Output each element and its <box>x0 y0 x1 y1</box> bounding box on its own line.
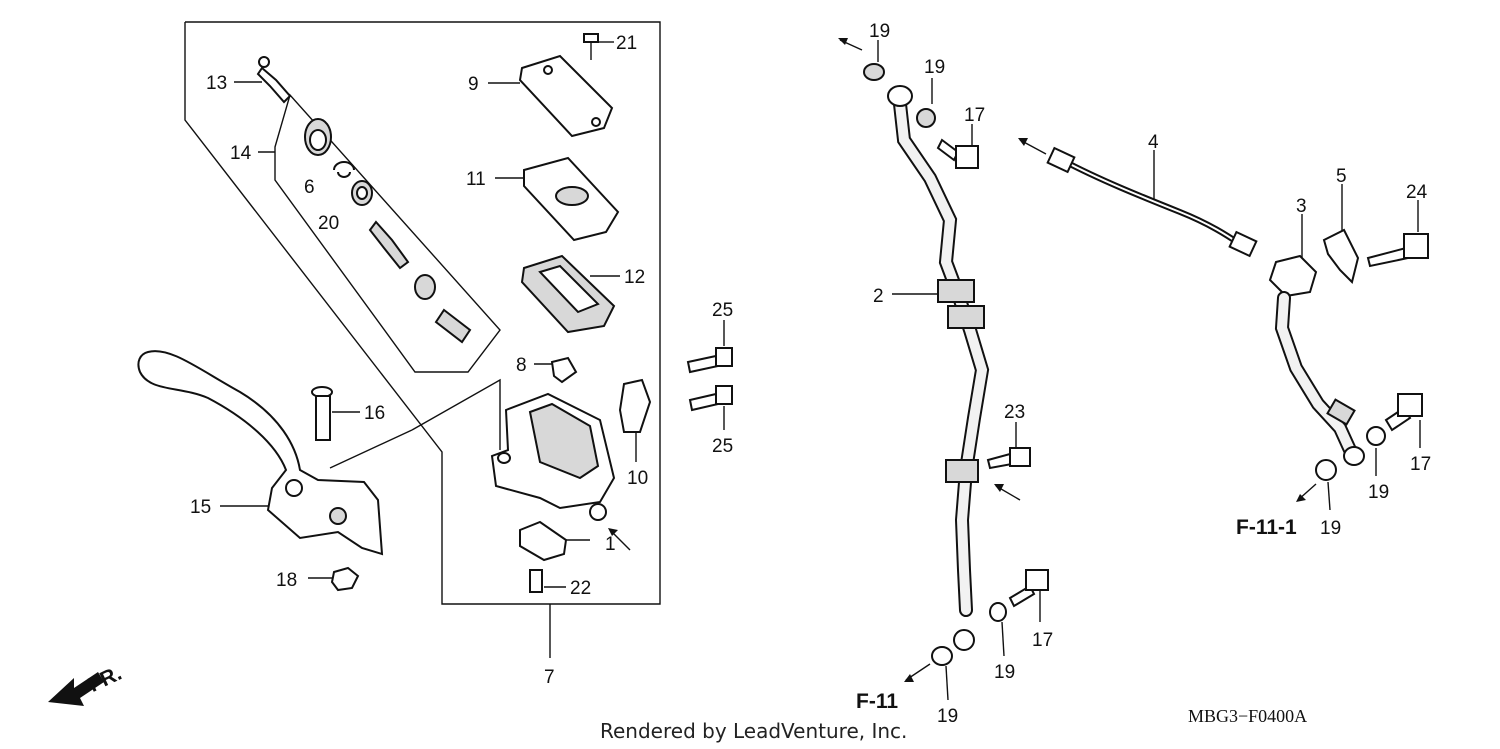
part-14-piston-kit <box>258 118 472 344</box>
callout-25-b: 25 <box>712 436 733 457</box>
diagram-code: MBG3−F0400A <box>1188 706 1307 726</box>
callout-14: 14 <box>230 143 252 164</box>
reference-f111: F-11-1 <box>1236 516 1297 539</box>
part-19-washers-rear <box>1296 426 1386 511</box>
callout-24: 24 <box>1406 182 1428 203</box>
callout-17-rear: 17 <box>1410 454 1431 475</box>
callout-1: 1 <box>605 534 616 555</box>
part-17-bolt-lower <box>1008 569 1049 622</box>
part-13-bolt <box>234 56 292 104</box>
callout-15: 15 <box>190 497 211 518</box>
callout-19-f: 19 <box>1320 518 1341 539</box>
direction-label: FR. <box>85 662 125 697</box>
callout-25-a: 25 <box>712 300 733 321</box>
part-10-holder <box>618 378 652 462</box>
part-19-washers-lower <box>904 602 1007 701</box>
part-3-joint <box>1268 214 1318 298</box>
part-17-bolt-upper <box>936 124 979 169</box>
callout-6: 6 <box>304 177 315 198</box>
credit-text: Rendered by LeadVenture, Inc. <box>600 719 907 743</box>
part-9-reservoir-cap <box>488 54 614 138</box>
part-16-pivot-bolt <box>311 386 360 441</box>
callout-5: 5 <box>1336 166 1347 187</box>
callout-16: 16 <box>364 403 385 424</box>
master-cylinder-assembly-frame <box>184 21 661 605</box>
callout-17-upper: 17 <box>964 105 985 126</box>
part-24-bolt <box>1366 200 1429 268</box>
callout-labels: 1 2 3 4 5 6 7 8 9 10 11 12 13 14 15 16 1… <box>190 21 1431 727</box>
callout-21: 21 <box>616 33 637 54</box>
callout-10: 10 <box>627 468 648 489</box>
part-15-brake-lever <box>137 350 384 556</box>
callout-20: 20 <box>318 213 339 234</box>
part-23-bolt <box>986 422 1031 501</box>
front-direction-arrow-icon <box>48 672 104 706</box>
callout-13: 13 <box>206 73 227 94</box>
master-cylinder-body <box>490 392 616 521</box>
reference-f11: F-11 <box>856 690 898 713</box>
part-17-bolt-rear <box>1384 393 1423 448</box>
callout-8: 8 <box>516 355 527 376</box>
part-19-washers-upper <box>838 38 936 128</box>
callout-4: 4 <box>1148 132 1159 153</box>
part-12-diaphragm <box>520 254 620 334</box>
part-22-screw <box>529 569 566 593</box>
part-3-joint-hose <box>1274 291 1365 466</box>
part-5-stay <box>1322 184 1360 284</box>
callout-19-c: 19 <box>994 662 1015 683</box>
callout-7: 7 <box>544 667 555 688</box>
part-25-bolts <box>686 320 733 430</box>
callout-19-b: 19 <box>924 57 945 78</box>
callout-12: 12 <box>624 267 645 288</box>
callout-22: 22 <box>570 578 591 599</box>
callout-18: 18 <box>276 570 297 591</box>
part-21-screw <box>583 33 614 60</box>
part-11-diaphragm-plate <box>495 156 620 242</box>
callout-23: 23 <box>1004 402 1025 423</box>
part-18-pivot-nut <box>308 566 360 592</box>
part-4-brake-pipe <box>1018 138 1258 258</box>
callout-19-a: 19 <box>869 21 890 42</box>
callout-19-d: 19 <box>937 706 958 727</box>
callout-3: 3 <box>1296 196 1307 217</box>
callout-19-e: 19 <box>1368 482 1389 503</box>
callout-2: 2 <box>873 286 884 307</box>
part-2-brake-hose <box>887 85 990 651</box>
part-8-clip <box>534 356 578 384</box>
part-1-switch <box>519 520 631 562</box>
callout-11: 11 <box>466 169 486 190</box>
callout-9: 9 <box>468 74 479 95</box>
callout-17-lower: 17 <box>1032 630 1053 651</box>
